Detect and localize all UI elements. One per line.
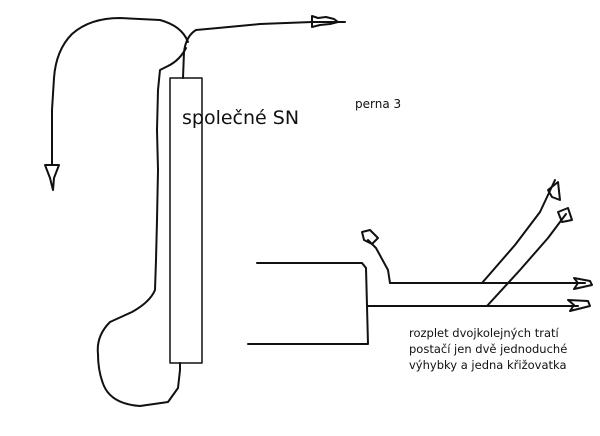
track-top-connector (183, 22, 345, 78)
track-diagonal-lower (487, 214, 566, 306)
note-line: výhybky a jedna křižovatka (409, 358, 567, 372)
shared-station-block (170, 78, 202, 363)
track-diagonal-upper (482, 180, 555, 283)
shared-station-label: společné SN (182, 107, 300, 129)
diagonal-arrow-upper-icon (548, 182, 560, 200)
branch-block-outline (248, 263, 368, 344)
note-line: postačí jen dvě jednoduché (409, 342, 568, 356)
right-arrow-upper-icon (574, 278, 592, 289)
track-outer-left (98, 48, 186, 406)
diagonal-arrow-lower-icon (558, 208, 572, 222)
note-line: rozplet dvojkolejných tratí (409, 326, 559, 340)
right-arrow-lower-icon (568, 300, 590, 311)
left-down-arrow-icon (45, 165, 59, 190)
platform-label: perna 3 (355, 97, 402, 111)
top-flag-arrow-icon (312, 16, 338, 27)
track-up-to-arrow (368, 240, 390, 283)
track-left-loop (52, 18, 188, 165)
diagram-note: rozplet dvojkolejných tratí postačí jen … (409, 325, 599, 373)
up-left-arrow-icon (362, 230, 378, 244)
